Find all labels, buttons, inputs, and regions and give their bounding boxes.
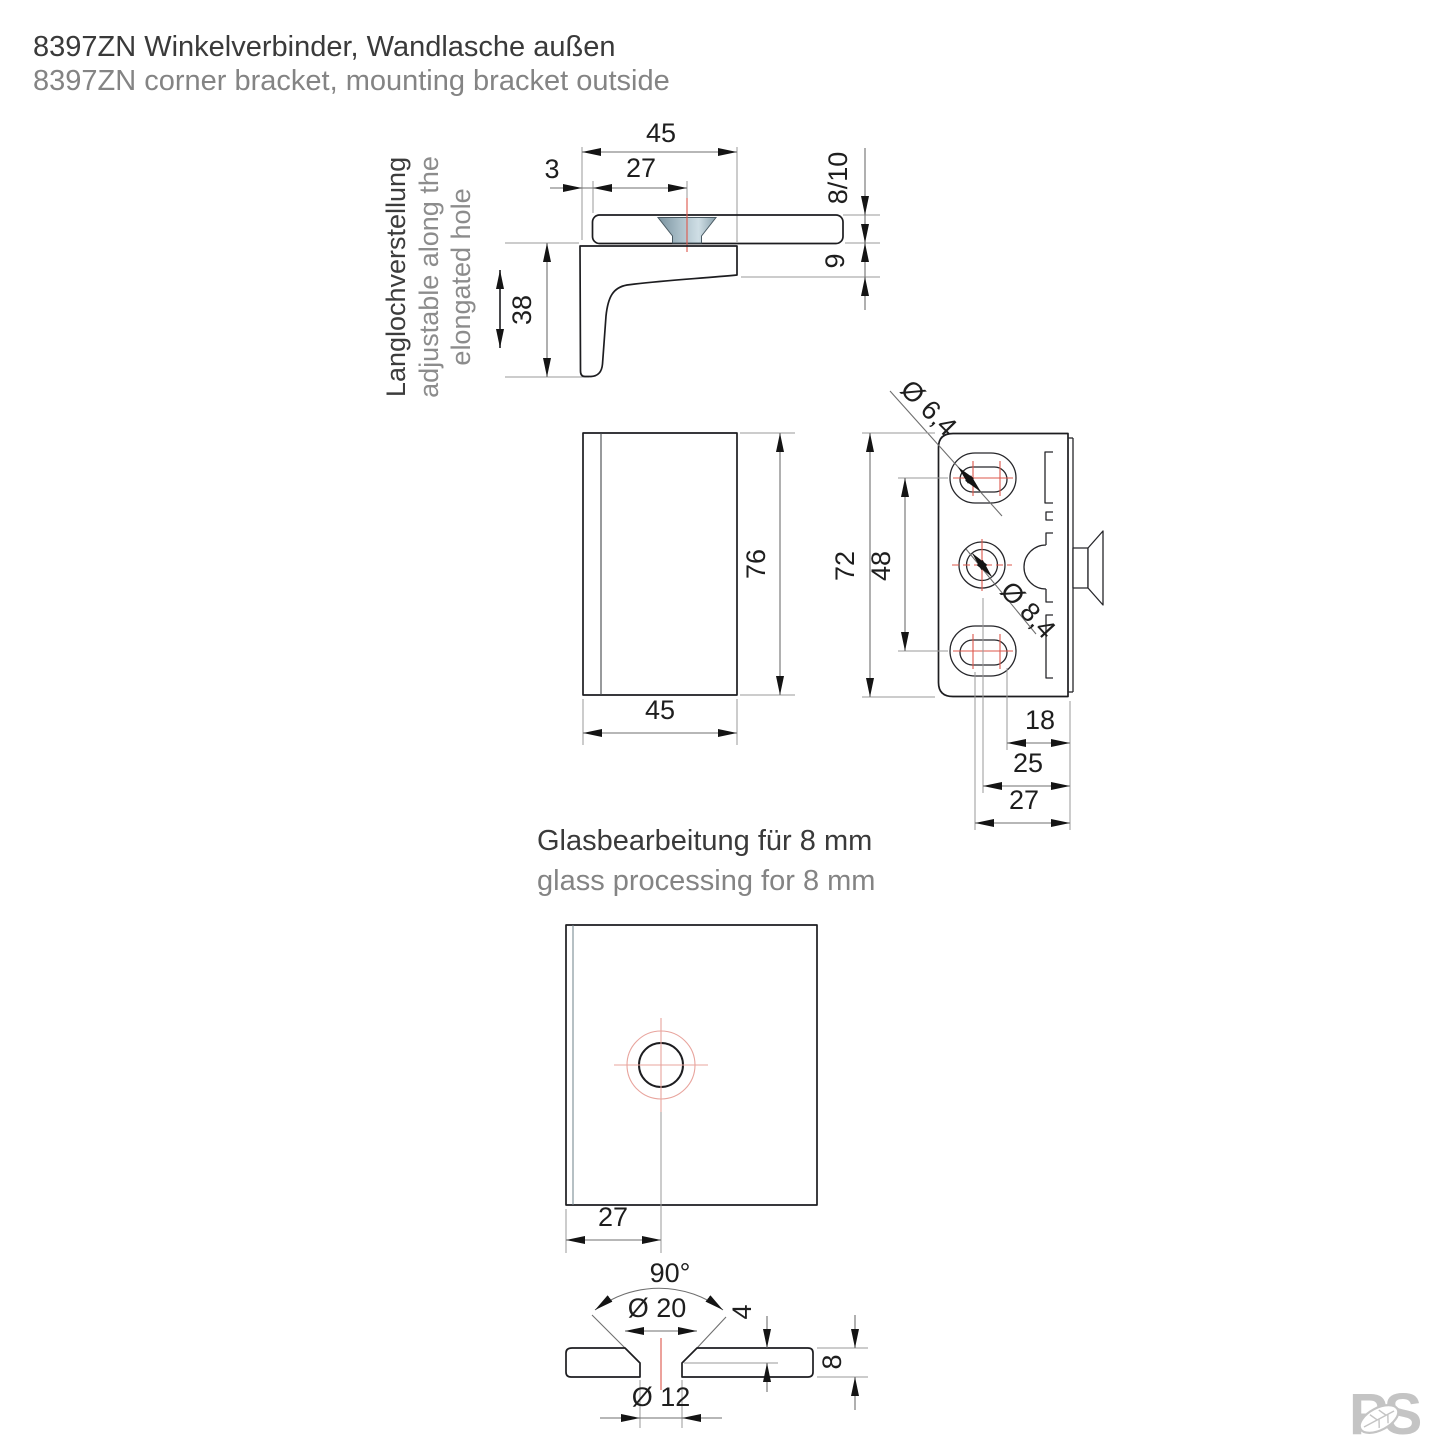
back-view-extension-lines [862, 432, 1071, 830]
flange-internal-outline [1023, 451, 1053, 679]
front-view-dimensions: 76 45 [583, 433, 784, 737]
section-extension-lines [639, 1347, 868, 1428]
angle-arc [594, 1287, 724, 1311]
dim-edge-27: 27 [1009, 785, 1039, 815]
note-langlochverstellung: Langlochverstellung [381, 157, 411, 397]
dim-front-height: 76 [741, 549, 771, 579]
page-title-de: 8397ZN Winkelverbinder, Wandlasche außen [33, 31, 615, 63]
bracket-body-front [582, 432, 738, 696]
dim-front-width: 45 [645, 695, 675, 725]
leaf-icon [1358, 1404, 1400, 1434]
header: 8397ZN Winkelverbinder, Wandlasche außen… [33, 31, 670, 97]
section-view: 90° Ø 20 4 8 Ø 12 [565, 1258, 868, 1428]
glass-title-de: Glasbearbeitung für 8 mm [537, 825, 872, 857]
dim-arm-thickness: 9 [820, 253, 850, 268]
dim-leg-height: 38 [507, 295, 537, 325]
dim-plate-height: 72 [830, 551, 860, 581]
glass-strip-left [565, 1347, 641, 1378]
back-view-leaders: Ø 6,4 Ø 8,4 [889, 374, 1062, 645]
back-view-dimensions: 72 48 18 25 27 [830, 433, 1070, 827]
dim-edge-18: 18 [1025, 705, 1055, 735]
dim-bracket-width: 45 [646, 118, 676, 148]
dim-countersink-depth: 4 [727, 1304, 757, 1319]
glass-strip-right [681, 1347, 814, 1378]
dim-countersink-angle: 90° [650, 1258, 691, 1288]
glass-view-dimensions: 27 [565, 1112, 662, 1253]
side-view-dimensions: 45 3 27 8/10 9 38 [507, 118, 869, 377]
note-adjustable-line1: adjustable along the [414, 156, 444, 398]
glass-view: Glasbearbeitung für 8 mm glass processin… [537, 825, 875, 1253]
dim-glass-offset: 3 [544, 154, 559, 184]
note-adjustable-line2: elongated hole [446, 188, 476, 365]
back-view: Ø 6,4 Ø 8,4 72 48 18 25 27 [830, 374, 1104, 830]
dim-hole-position: 27 [626, 153, 656, 183]
dim-countersink-diameter: Ø 20 [628, 1293, 687, 1323]
glass-title-en: glass processing for 8 mm [537, 865, 875, 897]
watermark-logo: PS [1349, 1382, 1425, 1445]
side-view: Langlochverstellung adjustable along the… [381, 118, 880, 398]
glass-panel [565, 924, 818, 1206]
dim-edge-25: 25 [1013, 748, 1043, 778]
front-view: 76 45 [582, 432, 795, 745]
dim-glass-hole-offset: 27 [598, 1202, 628, 1232]
glass-hole [614, 1018, 708, 1112]
glass-pane-side [591, 214, 844, 245]
dim-hole-diameter: Ø 8,4 [995, 576, 1062, 645]
front-view-extension-lines [582, 432, 795, 745]
dim-glass-strip-thickness: 8 [817, 1354, 847, 1369]
dim-bore-diameter: Ø 12 [632, 1382, 691, 1412]
dim-hole-spacing: 48 [866, 551, 896, 581]
mounting-plate-outline [937, 432, 1069, 698]
bracket-body-side [579, 245, 738, 378]
dim-glass-thickness: 8/10 [823, 152, 853, 205]
screw-profile-side [1072, 530, 1104, 606]
page-title-en: 8397ZN corner bracket, mounting bracket … [33, 65, 670, 97]
section-dimensions: 4 8 Ø 12 [600, 1304, 859, 1422]
